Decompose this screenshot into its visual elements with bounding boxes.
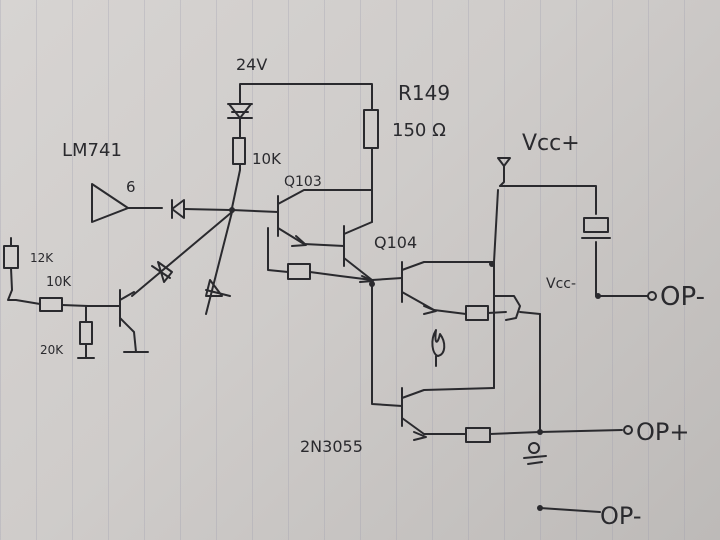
resistor-20k (77, 305, 95, 359)
transistor-q103 (277, 189, 373, 247)
resistor-r149 (363, 109, 379, 223)
resistor-emitter-upper (465, 295, 521, 321)
resistor-base-bias (267, 227, 373, 281)
label-10k-top: 10K (252, 150, 282, 168)
transistor-upper-output (401, 261, 495, 315)
diode-diag-upper (131, 211, 233, 297)
supply-rail (239, 83, 373, 111)
transistor-left (119, 289, 149, 353)
diode-diag-lower (205, 211, 233, 315)
label-pin6: 6 (126, 178, 136, 196)
resistor-10k-left (39, 297, 121, 312)
resistor-emitter-lower (465, 427, 541, 443)
transistor-q104 (343, 221, 374, 283)
resistor-10k-top (231, 129, 246, 209)
lm741-opamp-symbol (91, 183, 163, 223)
transistor-2n3055 (401, 387, 495, 441)
label-q104: Q104 (374, 233, 417, 252)
resistor-12k (3, 237, 41, 305)
output-minus-bottom (537, 505, 601, 513)
label-24v: 24V (236, 55, 267, 74)
label-lm741: LM741 (62, 140, 122, 161)
output-plus-terminal (537, 425, 633, 435)
vcc-minus-node (519, 291, 657, 433)
label-12k: 12K (30, 251, 54, 265)
label-q103: Q103 (284, 174, 322, 190)
diode-output (171, 199, 231, 219)
label-r149: R149 (398, 81, 450, 105)
label-op-minus: OP- (660, 282, 705, 312)
capacitor (581, 217, 611, 297)
label-10k-left: 10K (46, 275, 72, 290)
label-2n3055: 2N3055 (300, 437, 363, 456)
flame-mark (431, 329, 446, 367)
emitter-rail (369, 277, 403, 407)
zener-diode-24v (227, 91, 253, 131)
label-vcc-minus: Vcc- (546, 276, 576, 292)
label-vcc-plus: Vcc+ (522, 131, 580, 156)
label-op-bottom: OP- (600, 502, 642, 530)
ground-mark (523, 442, 547, 465)
label-op-plus: OP+ (636, 418, 689, 446)
label-20k: 20K (40, 343, 64, 357)
vcc-plus-terminal (489, 157, 597, 389)
label-r149-value: 150 Ω (392, 120, 446, 141)
junction-base (229, 207, 279, 213)
